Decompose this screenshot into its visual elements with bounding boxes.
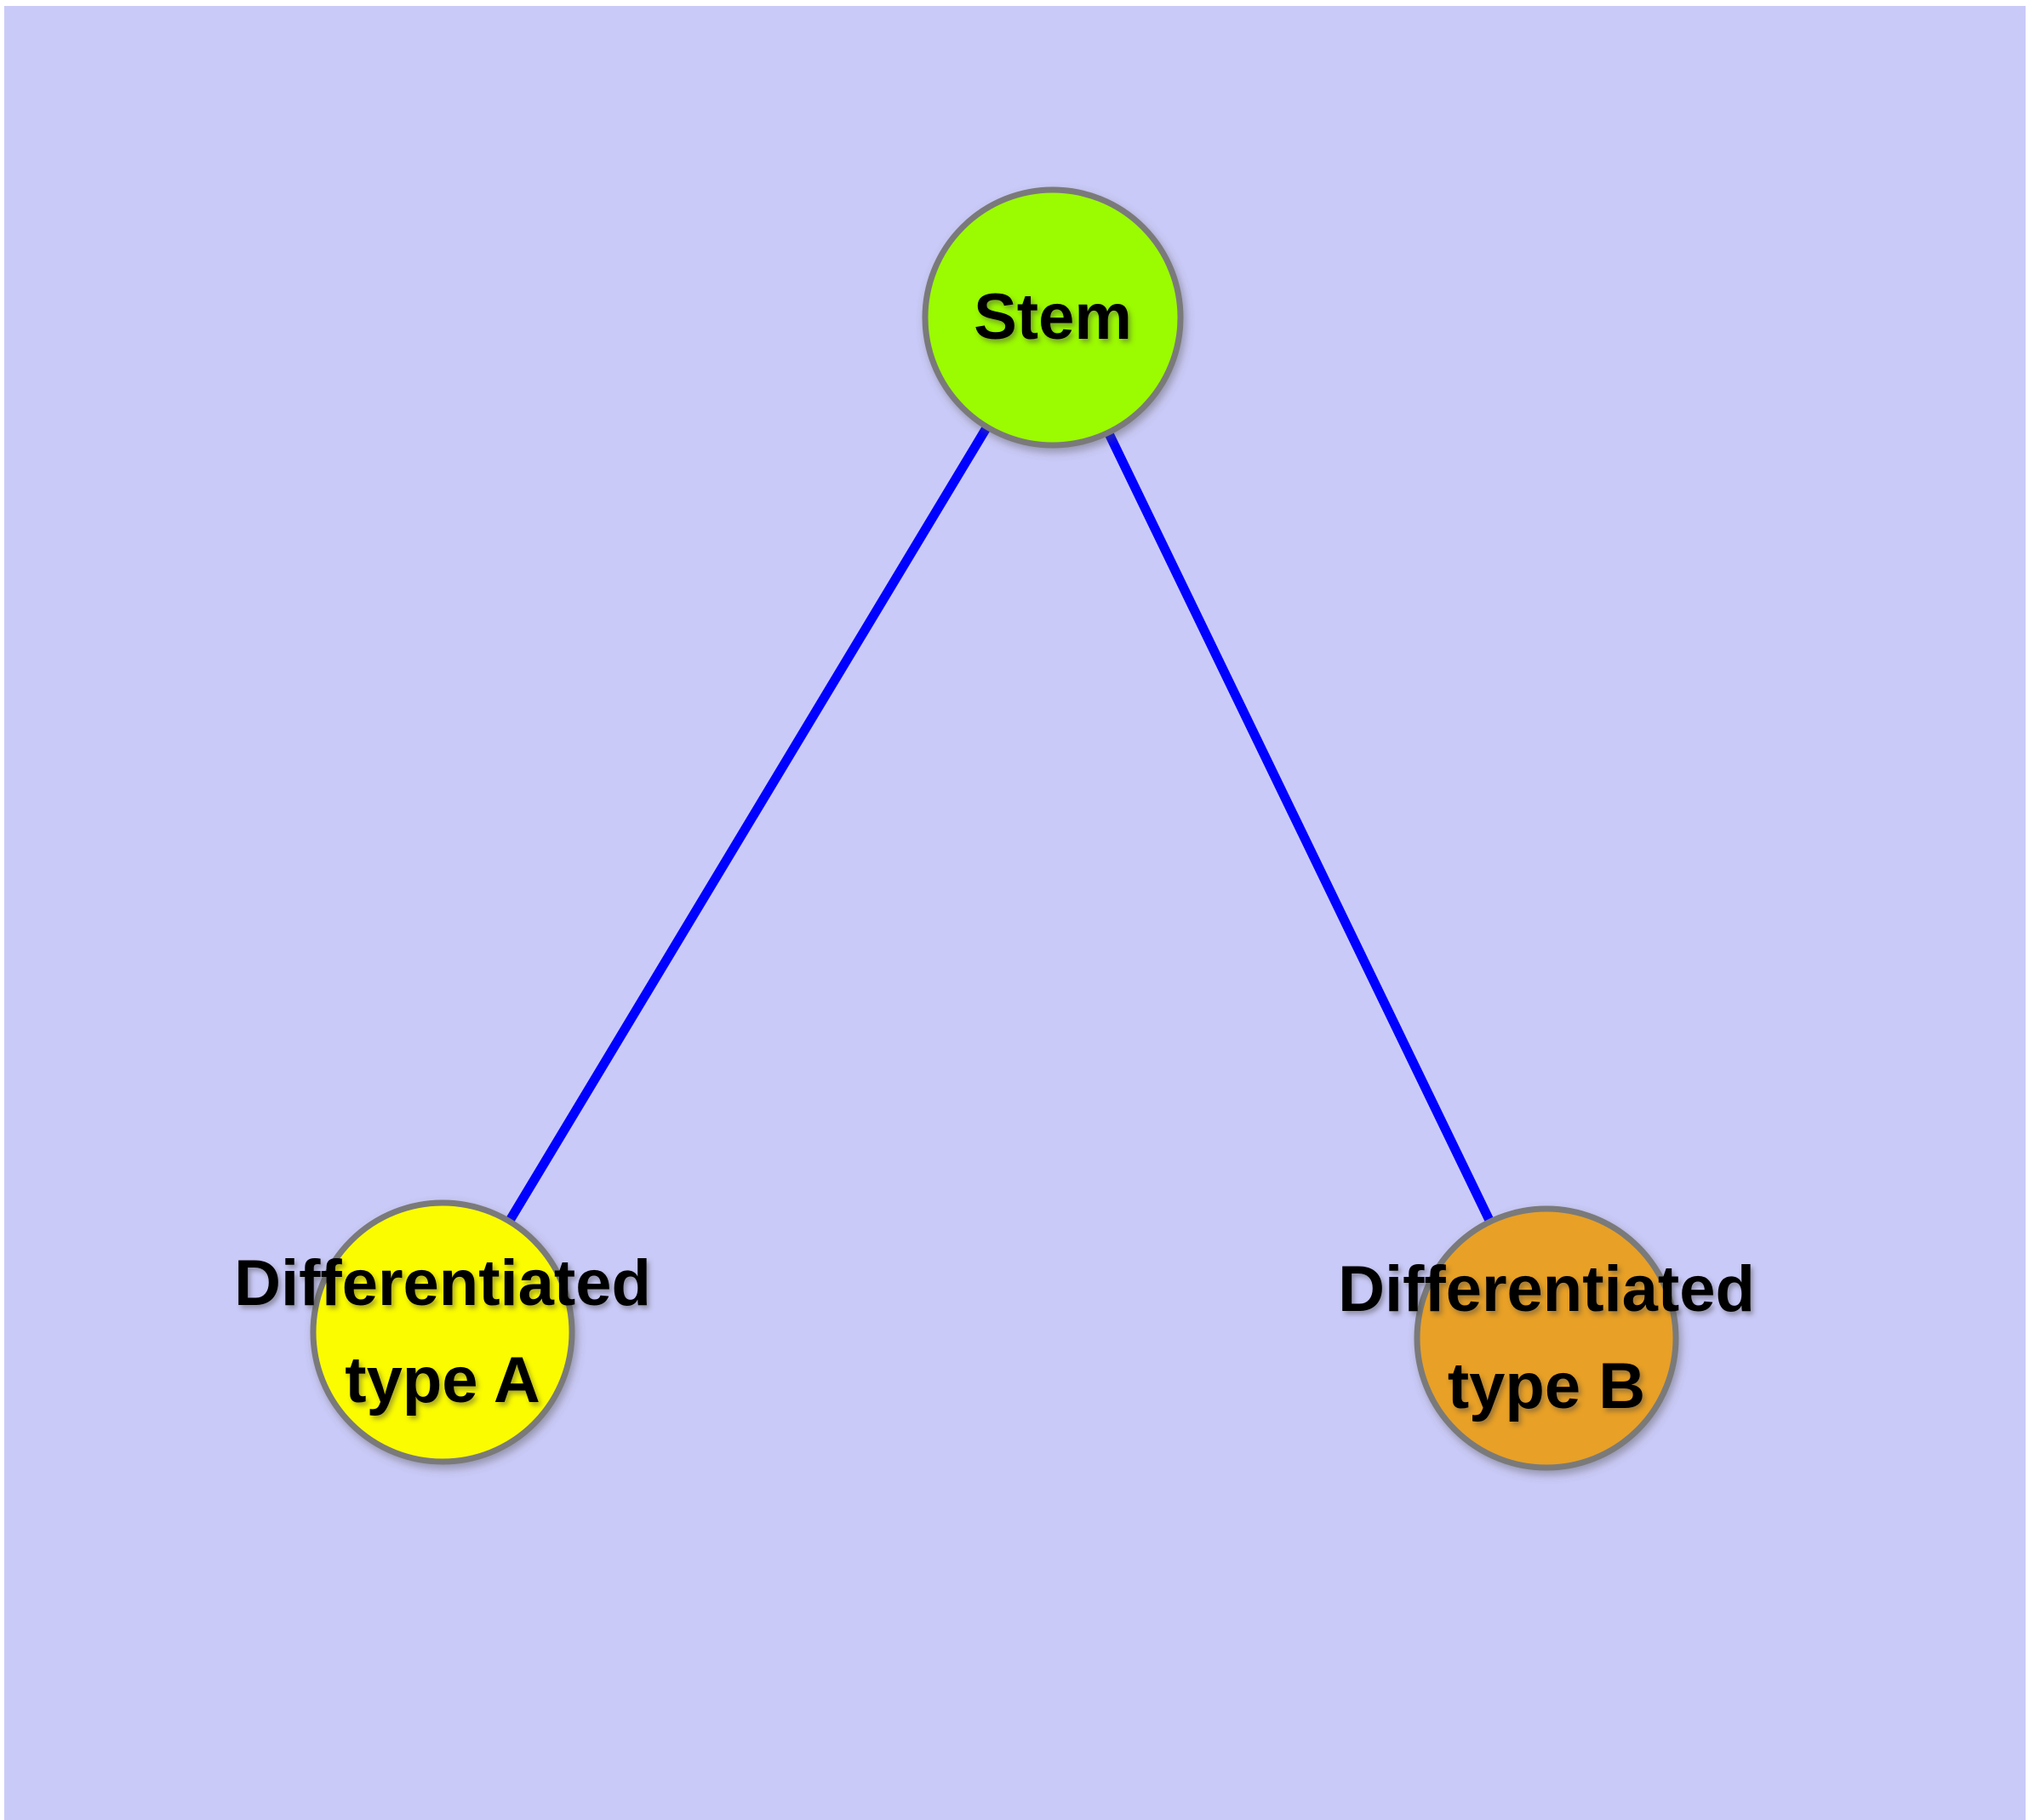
nodes-layer	[310, 186, 1679, 1471]
node-type-a-circle	[310, 1199, 575, 1465]
edges-layer	[438, 315, 1551, 1341]
edge-stem-type-a	[438, 315, 1057, 1335]
node-stem-circle	[922, 186, 1184, 449]
edge-stem-type-b	[1049, 315, 1551, 1341]
node-type-b-circle	[1414, 1205, 1679, 1471]
